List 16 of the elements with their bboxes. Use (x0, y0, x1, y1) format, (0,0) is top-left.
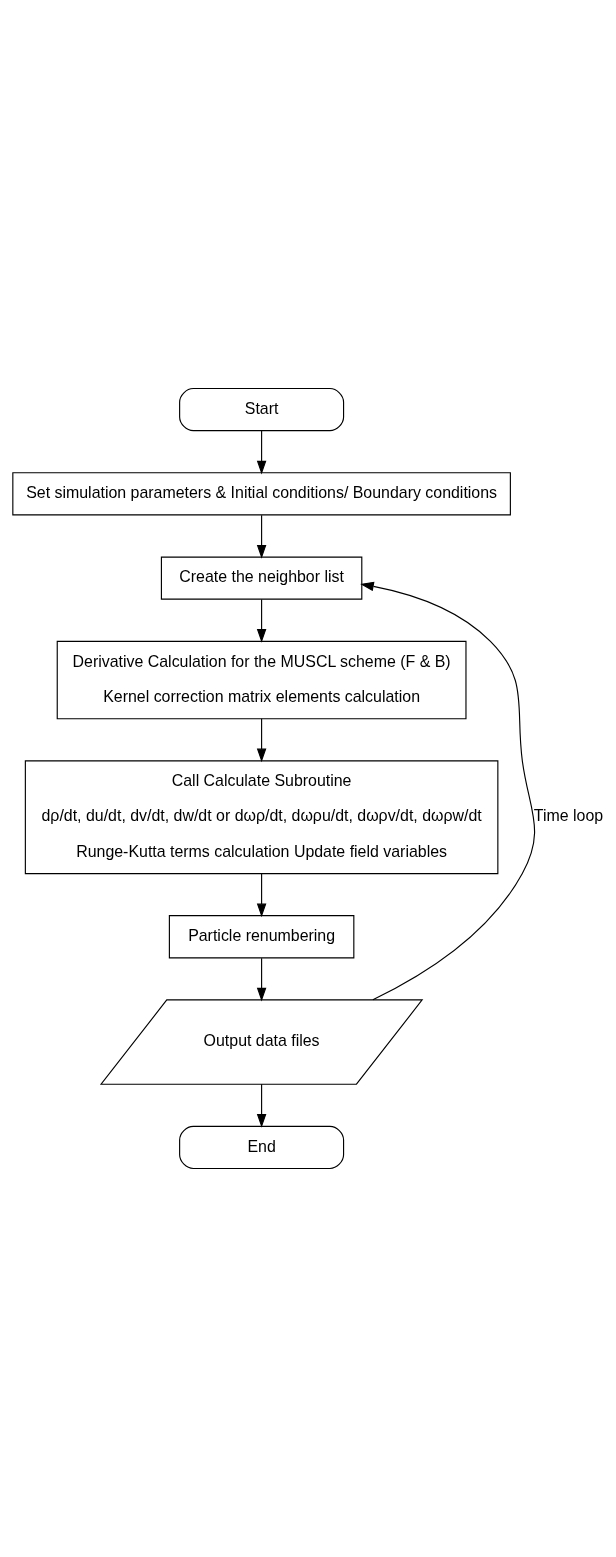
edge-label: Time loop (533, 807, 604, 825)
node-box: End (179, 1125, 345, 1169)
node-box: Particle renumbering (168, 915, 355, 959)
arrow (256, 873, 267, 918)
node-box: Start (179, 388, 345, 432)
node-box: Create the neighbor list (160, 556, 363, 600)
node-box: Set simulation parameters & Initial conditions/ Boundary conditions (12, 472, 511, 516)
arrow (256, 598, 267, 643)
arrow (256, 1083, 267, 1128)
arrow (256, 514, 267, 559)
arrow (256, 718, 267, 763)
arrow (256, 957, 267, 1002)
arrow (256, 430, 267, 475)
node-box: Call Calculate Subroutine dρ/dt, du/dt, dv/dt, dw/dt or dωρ/dt, dωρu/dt, dωρv/dt, dωρw/dt Runge-Kutta terms calculation Update field variables (24, 760, 499, 875)
node-box: Derivative Calculation for the MUSCL scheme (F & B) Kernel correction matrix elements calculation (56, 640, 467, 720)
arrow (360, 581, 536, 1001)
